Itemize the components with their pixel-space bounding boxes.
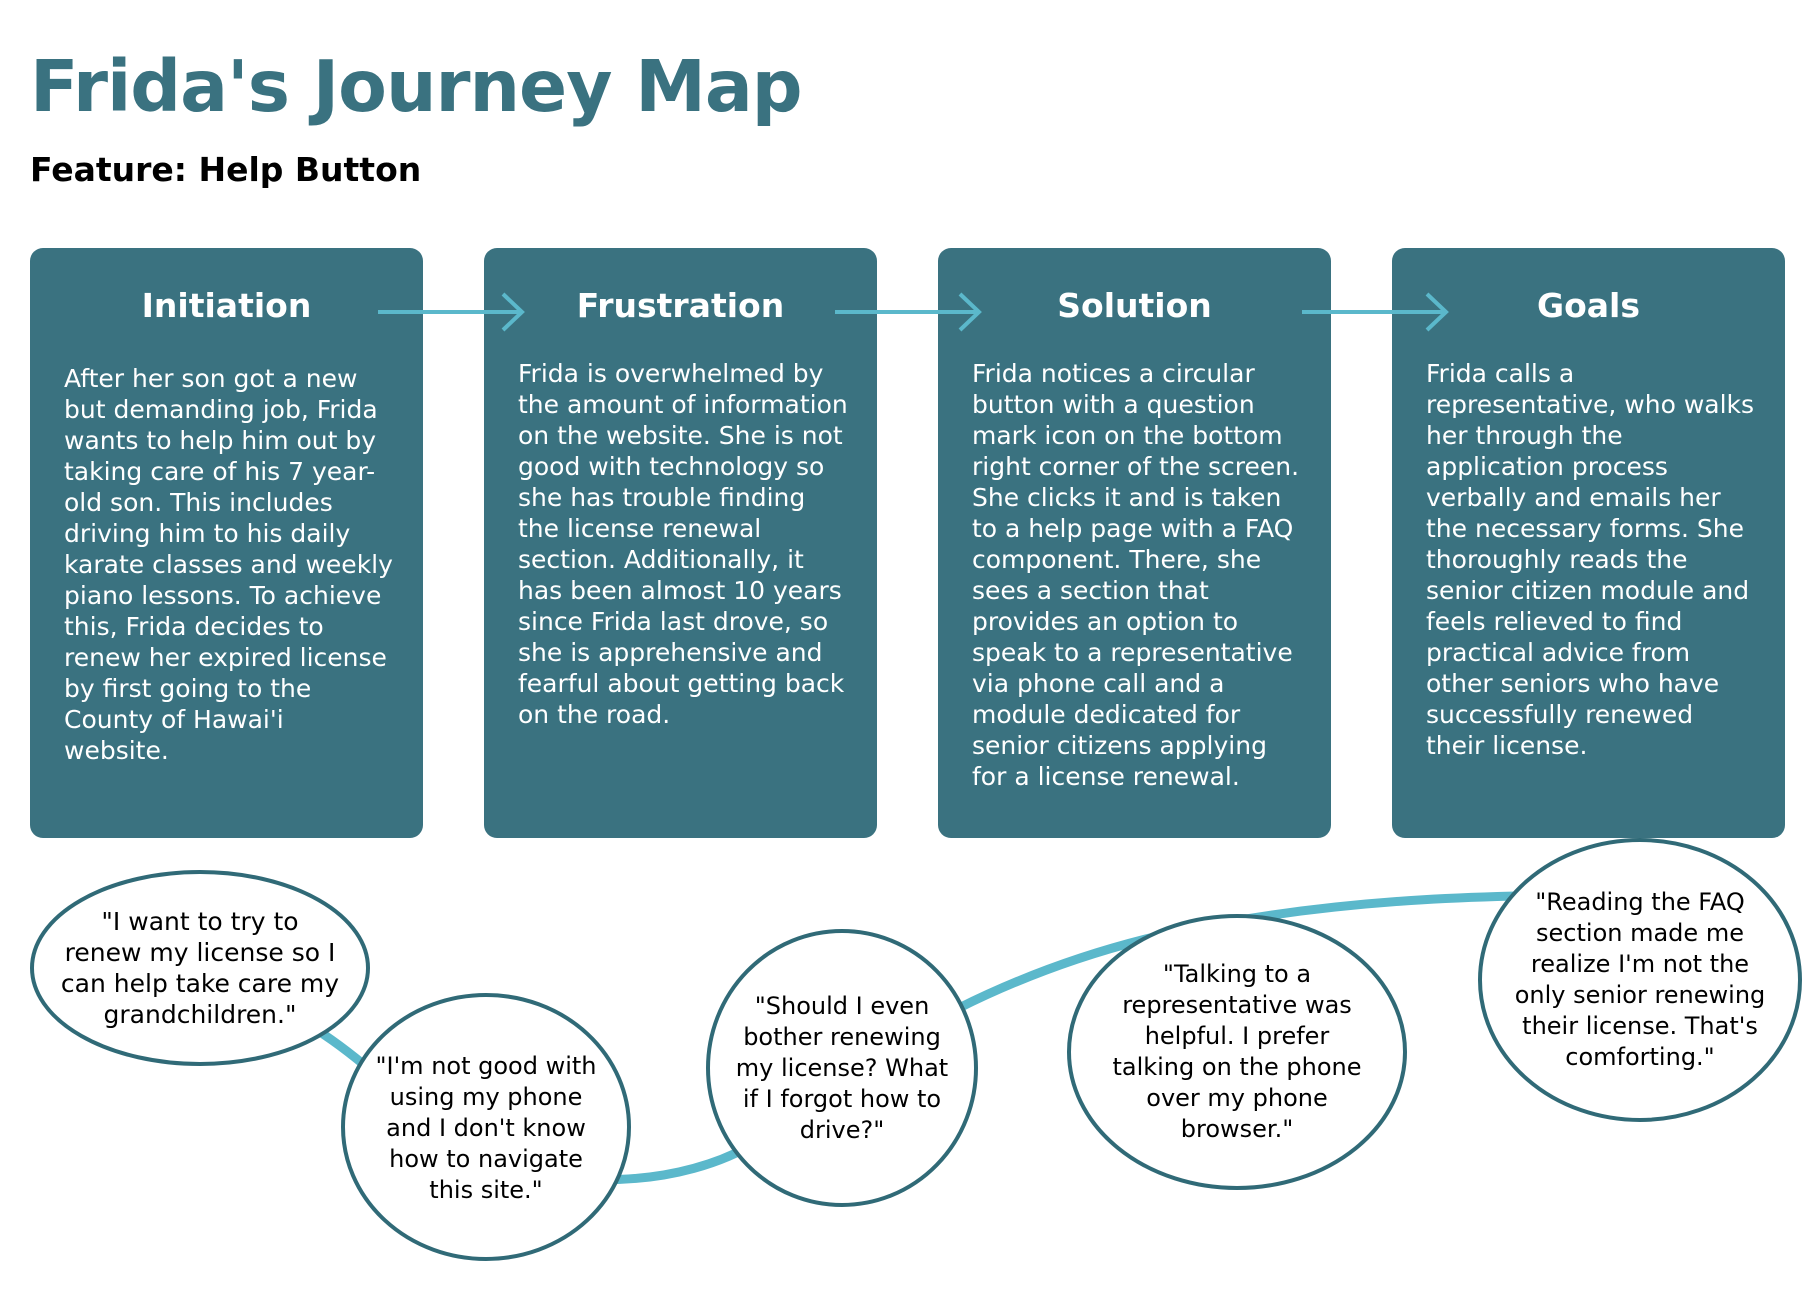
quote-text: "Should I even bother renewing my licens… bbox=[735, 991, 949, 1144]
stage-description: Frida calls a representative, who walks … bbox=[1426, 359, 1755, 760]
arrow-right-icon bbox=[1302, 292, 1449, 332]
stage-description: Frida is overwhelmed by the amount of in… bbox=[518, 359, 848, 729]
quote-bubble-shape bbox=[30, 870, 370, 1066]
quote-bubble: "I want to try to renew my license so I … bbox=[60, 890, 340, 1046]
quote-bubble: "Talking to a representative was helpful… bbox=[1100, 942, 1374, 1162]
stage-title: Initiation bbox=[141, 286, 312, 325]
arrow-right-icon bbox=[378, 292, 525, 332]
stage-title: Solution bbox=[1057, 286, 1212, 325]
stage-card-frustration: Frustration Frida is overwhelmed by the … bbox=[484, 248, 877, 838]
quote-bubble-shape bbox=[341, 993, 631, 1261]
quote-text: "I want to try to renew my license so I … bbox=[60, 907, 340, 1029]
stage-description: After her son got a new but demanding jo… bbox=[64, 364, 393, 765]
quote-bubble: "I'm not good with using my phone and I … bbox=[375, 1010, 597, 1246]
quote-bubble-shape bbox=[706, 929, 978, 1207]
stage-description: Frida notices a circular button with a q… bbox=[972, 359, 1300, 791]
quote-bubble-shape bbox=[1478, 838, 1802, 1122]
stage-card-solution: Solution Frida notices a circular button… bbox=[938, 248, 1331, 838]
stage-card-goals: Goals Frida calls a representative, who … bbox=[1392, 248, 1785, 838]
quote-text: "Talking to a representative was helpful… bbox=[1112, 960, 1362, 1143]
stage-title: Frustration bbox=[576, 286, 785, 325]
quote-bubble: "Reading the FAQ section made me realize… bbox=[1508, 860, 1772, 1100]
arrow-right-icon bbox=[835, 292, 982, 332]
quote-text: "Reading the FAQ section made me realize… bbox=[1514, 888, 1766, 1071]
quote-bubble: "Should I even bother renewing my licens… bbox=[728, 960, 956, 1176]
quote-bubble-shape bbox=[1067, 914, 1407, 1190]
feature-subtitle: Feature: Help Button bbox=[30, 150, 422, 189]
stage-card-initiation: Initiation After her son got a new but d… bbox=[30, 248, 423, 838]
stage-title: Goals bbox=[1537, 286, 1640, 325]
page-title: Frida's Journey Map bbox=[30, 45, 803, 128]
quote-text: "I'm not good with using my phone and I … bbox=[375, 1051, 597, 1204]
